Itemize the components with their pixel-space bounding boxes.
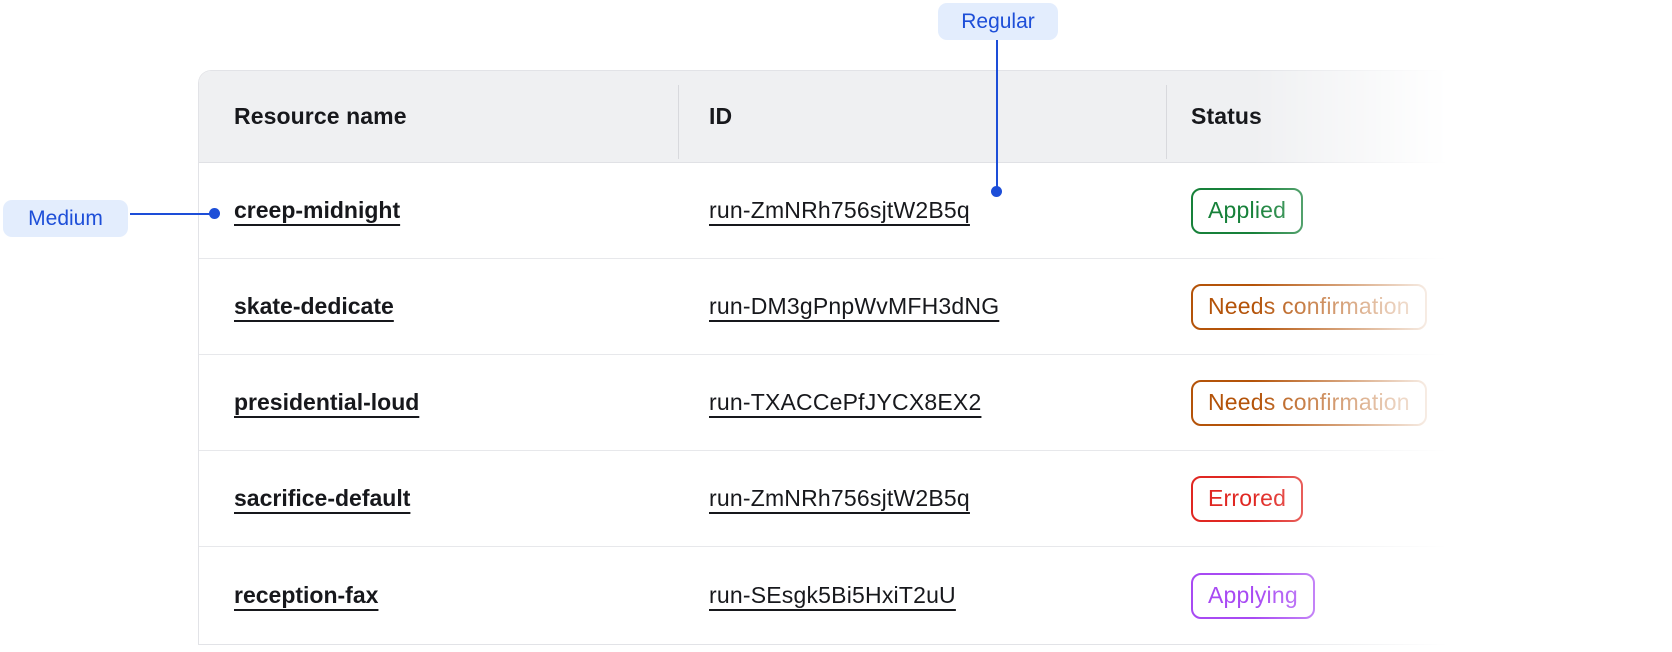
table-header-row: Resource name ID Status	[199, 71, 1459, 163]
regular-weight-annotation: Regular	[938, 3, 1058, 40]
status-badge: Needs confirmation	[1191, 379, 1427, 426]
status-badge: Errored	[1191, 475, 1304, 522]
column-header-id: ID	[678, 71, 1166, 162]
run-id-link[interactable]: run-TXACCePfJYCX8EX2	[709, 389, 982, 415]
run-id-link[interactable]: run-ZmNRh756sjtW2B5q	[709, 485, 970, 511]
status-badge: Applying	[1191, 572, 1315, 619]
resource-name-link[interactable]: skate-dedicate	[234, 293, 394, 319]
resource-name-link[interactable]: sacrifice-default	[234, 485, 411, 511]
table-row: skate-dedicate run-DM3gPnpWvMFH3dNG Need…	[199, 259, 1459, 355]
medium-annotation-dot	[209, 208, 220, 219]
run-id-link[interactable]: run-SEsgk5Bi5HxiT2uU	[709, 582, 956, 608]
regular-annotation-connector-line	[996, 40, 998, 192]
medium-weight-annotation-label: Medium	[28, 206, 103, 230]
resource-name-link[interactable]: presidential-loud	[234, 389, 420, 415]
status-badge: Applied	[1191, 187, 1304, 234]
medium-annotation-connector-line	[130, 213, 212, 215]
status-badge: Needs confirmation	[1191, 283, 1427, 330]
table-row: creep-midnight run-ZmNRh756sjtW2B5q Appl…	[199, 163, 1459, 259]
run-id-link[interactable]: run-ZmNRh756sjtW2B5q	[709, 197, 970, 223]
resource-name-link[interactable]: reception-fax	[234, 582, 379, 608]
run-id-link[interactable]: run-DM3gPnpWvMFH3dNG	[709, 293, 1000, 319]
table-row: sacrifice-default run-ZmNRh756sjtW2B5q E…	[199, 451, 1459, 547]
medium-weight-annotation: Medium	[3, 200, 128, 237]
resource-name-link[interactable]: creep-midnight	[234, 197, 401, 223]
resources-table: Resource name ID Status creep-midnight r…	[198, 70, 1460, 645]
regular-weight-annotation-label: Regular	[961, 9, 1035, 33]
column-header-status: Status	[1166, 71, 1459, 162]
column-header-resource-name: Resource name	[234, 103, 407, 129]
table-row: reception-fax run-SEsgk5Bi5HxiT2uU Apply…	[199, 547, 1459, 644]
table-row: presidential-loud run-TXACCePfJYCX8EX2 N…	[199, 355, 1459, 451]
regular-annotation-dot	[991, 186, 1002, 197]
